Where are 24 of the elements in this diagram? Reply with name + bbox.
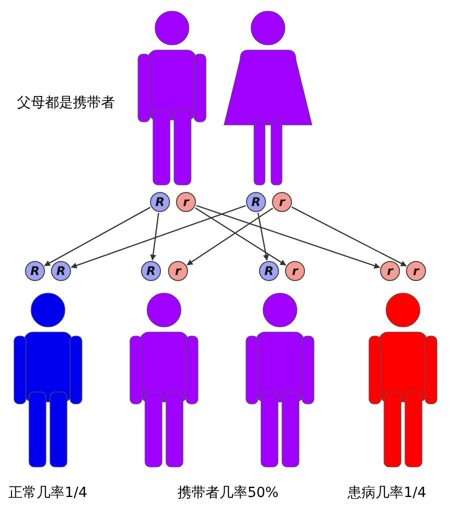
arrow (257, 212, 269, 261)
arrow (150, 212, 160, 261)
arrow (196, 204, 380, 269)
arrow (194, 207, 286, 266)
allele-circle: R (150, 192, 170, 212)
allele-circle: R (141, 261, 161, 281)
arrow (70, 205, 246, 268)
allele-circle: r (285, 261, 305, 281)
arrow (44, 206, 151, 266)
caption-text: 正常几率1/4 (8, 484, 88, 502)
arrow (292, 206, 407, 266)
allele-circle: r (176, 192, 196, 212)
allele-circle: r (380, 261, 400, 281)
allele-circle: R (246, 192, 266, 212)
caption-text: 父母都是携带者 (17, 94, 115, 112)
caption-text: 患病几率1/4 (348, 484, 426, 502)
allele-circle: R (51, 261, 71, 281)
caption-text: 携带者几率50% (177, 484, 279, 502)
allele-circle: r (168, 261, 188, 281)
allele-circle: R (259, 261, 279, 281)
allele-circle: r (272, 192, 292, 212)
arrow (186, 208, 274, 266)
allele-circle: r (406, 261, 426, 281)
allele-circle: R (25, 261, 45, 281)
